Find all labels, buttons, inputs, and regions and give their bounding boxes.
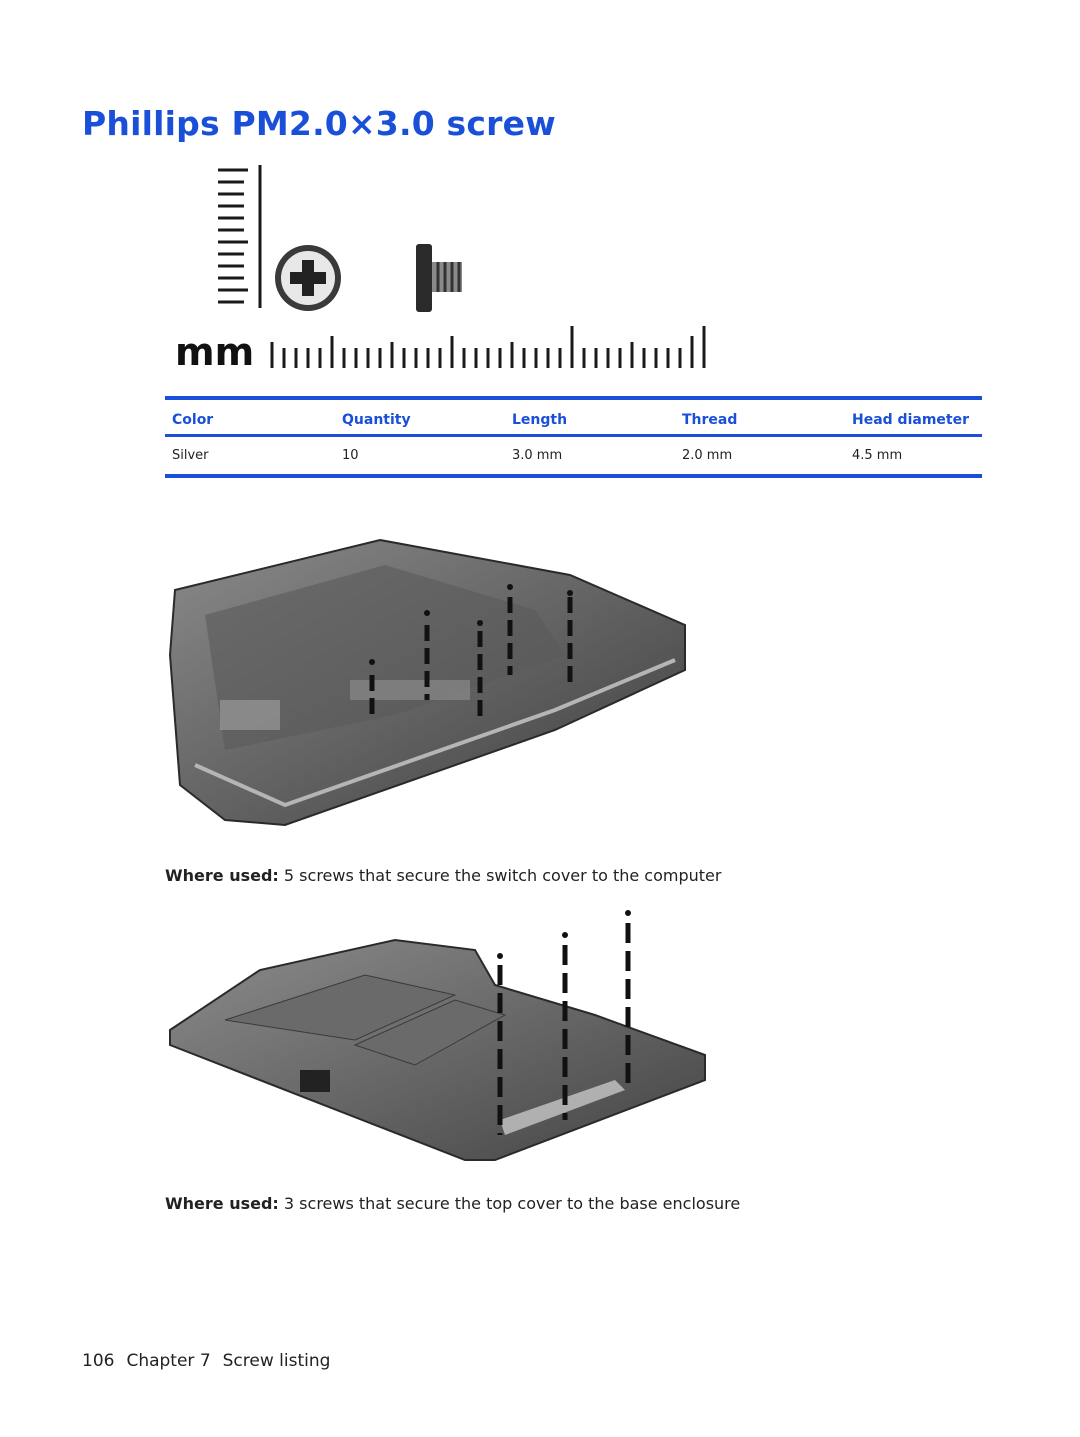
switch-cover-screws-figure xyxy=(168,538,686,827)
table-header-row: Color Quantity Length Thread Head diamet… xyxy=(165,396,982,437)
col-header-quantity: Quantity xyxy=(335,396,505,437)
where-used-caption-1: Where used: 5 screws that secure the swi… xyxy=(165,866,721,885)
where-used-label: Where used: xyxy=(165,866,279,885)
col-header-length: Length xyxy=(505,396,675,437)
where-used-text: 5 screws that secure the switch cover to… xyxy=(278,866,722,885)
screw-callout-lines xyxy=(497,923,631,1135)
screw-callout-lines xyxy=(369,597,573,720)
where-used-text: 3 screws that secure the top cover to th… xyxy=(278,1194,741,1213)
col-header-thread: Thread xyxy=(675,396,845,437)
cell-length: 3.0 mm xyxy=(505,435,675,478)
screw-side-icon xyxy=(416,244,462,312)
screw-icon xyxy=(497,910,631,959)
horizontal-ruler xyxy=(270,326,706,368)
cell-thread: 2.0 mm xyxy=(675,435,845,478)
where-used-label: Where used: xyxy=(165,1194,279,1213)
chapter-label: Chapter 7 xyxy=(126,1351,211,1371)
cell-head-diameter: 4.5 mm xyxy=(845,435,982,478)
page-number: 106 xyxy=(82,1351,115,1371)
screw-icon xyxy=(369,584,573,665)
table-row: Silver 10 3.0 mm 2.0 mm 4.5 mm xyxy=(165,435,982,478)
cell-color: Silver xyxy=(165,435,335,478)
screw-scale-illustration: mm xyxy=(175,165,706,374)
screw-head-icon xyxy=(275,245,341,311)
page-footer: 106 Chapter 7 Screw listing xyxy=(82,1351,342,1371)
col-header-head-diameter: Head diameter xyxy=(845,396,982,437)
screw-spec-table: Color Quantity Length Thread Head diamet… xyxy=(165,396,982,478)
page-title: Phillips PM2.0×3.0 screw xyxy=(82,104,556,143)
cell-quantity: 10 xyxy=(335,435,505,478)
col-header-color: Color xyxy=(165,396,335,437)
vertical-ruler xyxy=(218,165,262,308)
section-label: Screw listing xyxy=(222,1351,331,1371)
where-used-caption-2: Where used: 3 screws that secure the top… xyxy=(165,1194,740,1213)
scale-unit-label: mm xyxy=(175,330,254,374)
top-cover-screws-figure xyxy=(169,910,706,1161)
